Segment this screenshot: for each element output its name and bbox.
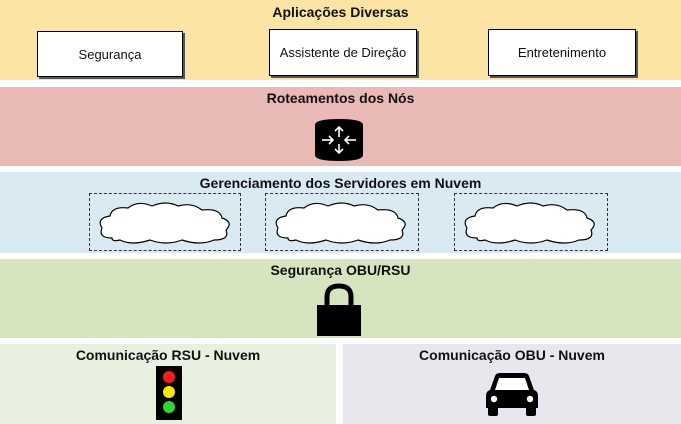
applications-layer-title: Aplicações Diversas xyxy=(272,4,409,20)
obu-communication-title: Comunicação OBU - Nuvem xyxy=(419,347,605,363)
cloud-icon xyxy=(99,202,230,244)
rsu-communication-title: Comunicação RSU - Nuvem xyxy=(75,347,261,363)
cloud-server-frame-3 xyxy=(454,193,608,251)
app-box-entretenimento: Entretenimento xyxy=(488,29,636,76)
obu-communication-panel: Comunicação OBU - Nuvem xyxy=(343,344,681,424)
car-icon xyxy=(485,372,539,418)
cloud-icon xyxy=(275,202,406,244)
routing-layer: Roteamentos dos Nós xyxy=(0,87,681,166)
rsu-communication-panel: Comunicação RSU - Nuvem xyxy=(0,344,336,424)
app-box-assistente-direcao: Assistente de Direção xyxy=(269,29,417,76)
router-icon xyxy=(313,117,365,163)
cloud-layer-title: Gerenciamento dos Servidores em Nuvem xyxy=(199,175,482,191)
cloud-server-frame-2 xyxy=(265,193,419,251)
traffic-light-icon xyxy=(156,366,182,420)
security-layer: Segurança OBU/RSU xyxy=(0,259,681,338)
app-box-seguranca: Segurança xyxy=(37,31,183,77)
applications-layer: Aplicações Diversas Segurança Assistente… xyxy=(0,0,681,80)
security-layer-title: Segurança OBU/RSU xyxy=(270,262,411,278)
lock-icon xyxy=(315,283,363,337)
routing-layer-title: Roteamentos dos Nós xyxy=(266,90,415,106)
cloud-server-frame-1 xyxy=(89,193,241,251)
cloud-icon xyxy=(464,202,595,244)
